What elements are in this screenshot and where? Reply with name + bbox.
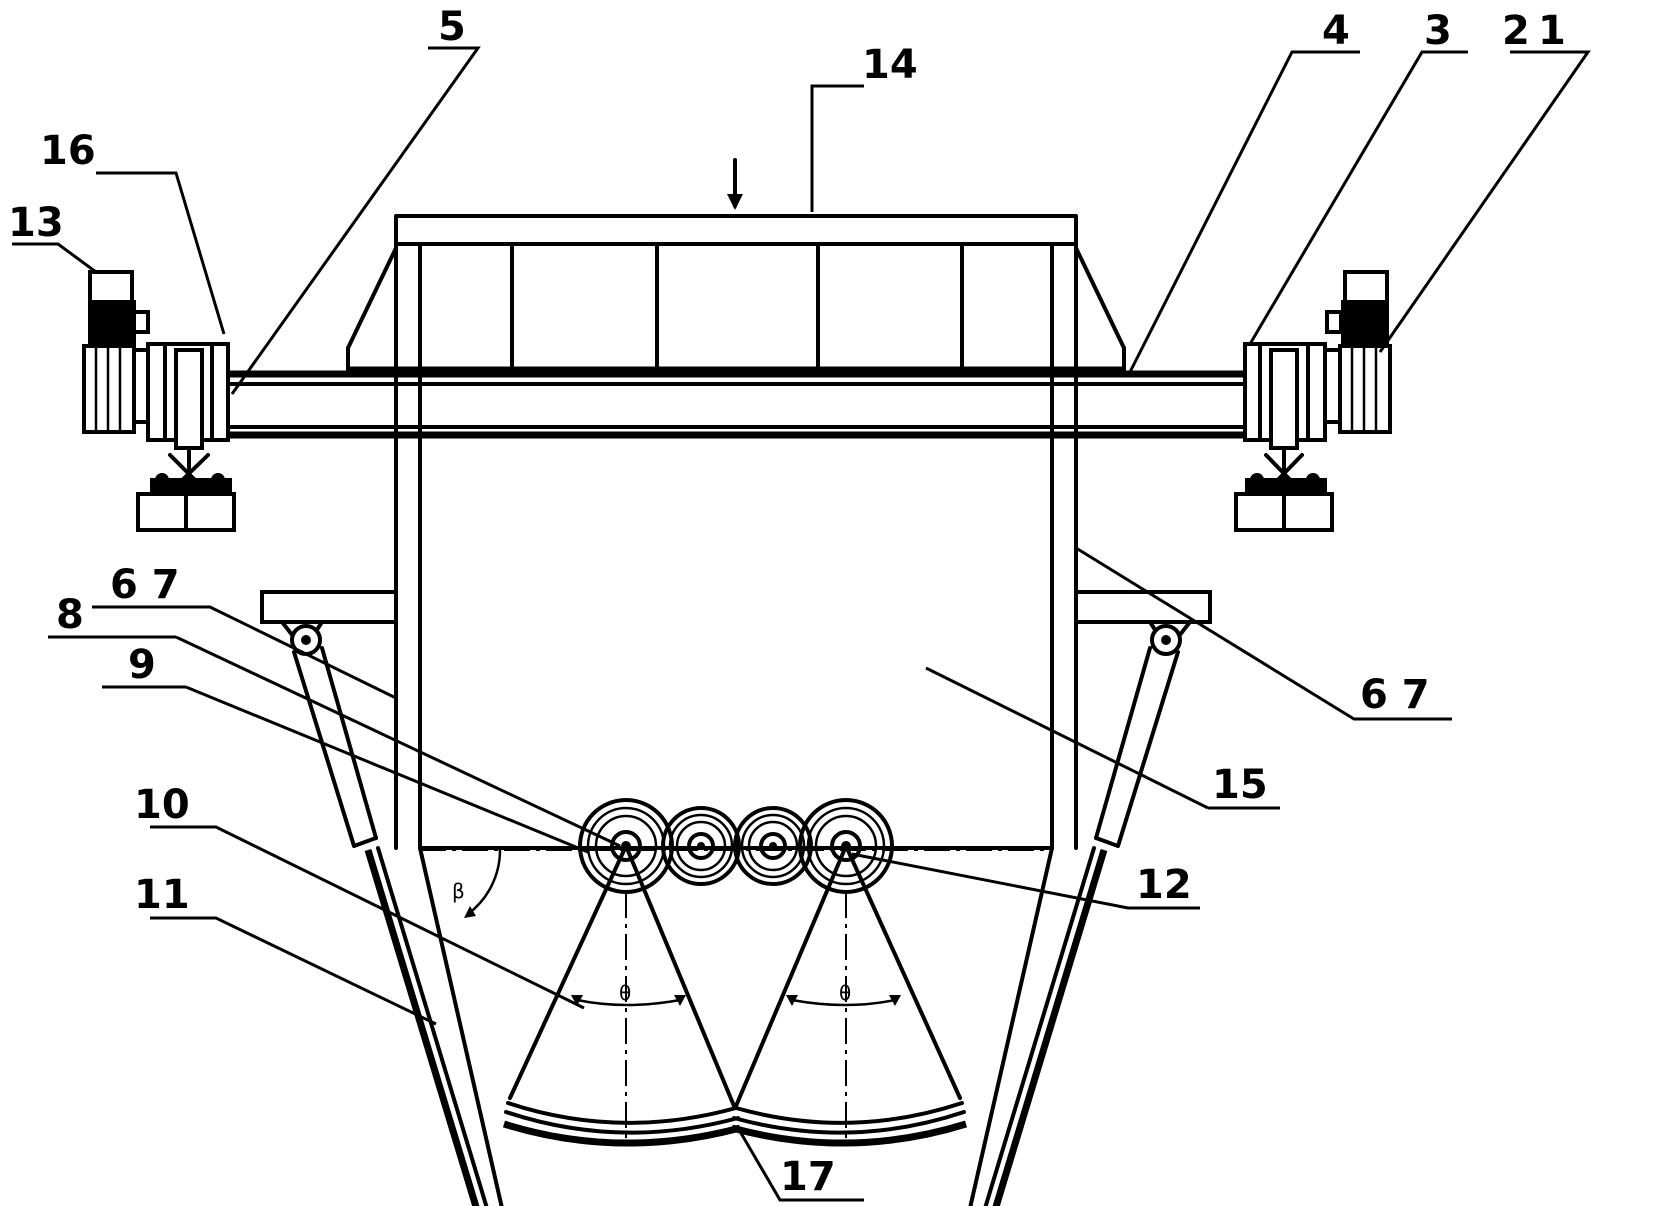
label-10: 10 xyxy=(134,782,190,828)
label-12: 12 xyxy=(1136,862,1192,908)
label-15: 15 xyxy=(1212,762,1268,808)
angle-theta-right: θ xyxy=(839,981,851,1005)
main-beam xyxy=(226,370,1247,439)
label-4: 4 xyxy=(1322,8,1350,54)
label-11: 11 xyxy=(134,872,190,918)
roller-left-inner xyxy=(661,806,741,886)
left-bracket xyxy=(260,590,489,1206)
label-8: 8 xyxy=(56,592,84,638)
left-trolley xyxy=(82,270,236,532)
right-bracket xyxy=(983,590,1212,1206)
left-sector-gate xyxy=(502,844,741,1147)
label-14: 14 xyxy=(862,42,918,88)
label-3: 3 xyxy=(1424,8,1452,54)
right-trolley xyxy=(1234,270,1392,532)
label-2: 2 xyxy=(1502,8,1530,54)
label-17: 17 xyxy=(780,1154,836,1200)
leader-lines xyxy=(12,46,1591,1202)
label-9: 9 xyxy=(128,642,156,688)
label-5: 5 xyxy=(438,4,466,50)
top-frame xyxy=(346,158,1126,850)
hopper-walls xyxy=(418,846,1054,1206)
right-sector-gate xyxy=(731,844,968,1147)
angle-beta-left: β xyxy=(452,879,465,903)
roller-right-inner xyxy=(733,806,813,886)
label-6-7-left: 6 7 xyxy=(110,562,180,608)
label-16: 16 xyxy=(40,128,96,174)
left-hopper-angle-arc xyxy=(467,849,502,915)
label-6-7-right: 6 7 xyxy=(1360,672,1430,718)
label-13: 13 xyxy=(8,200,64,246)
label-1: 1 xyxy=(1538,8,1566,54)
angle-theta-left: θ xyxy=(619,981,631,1005)
